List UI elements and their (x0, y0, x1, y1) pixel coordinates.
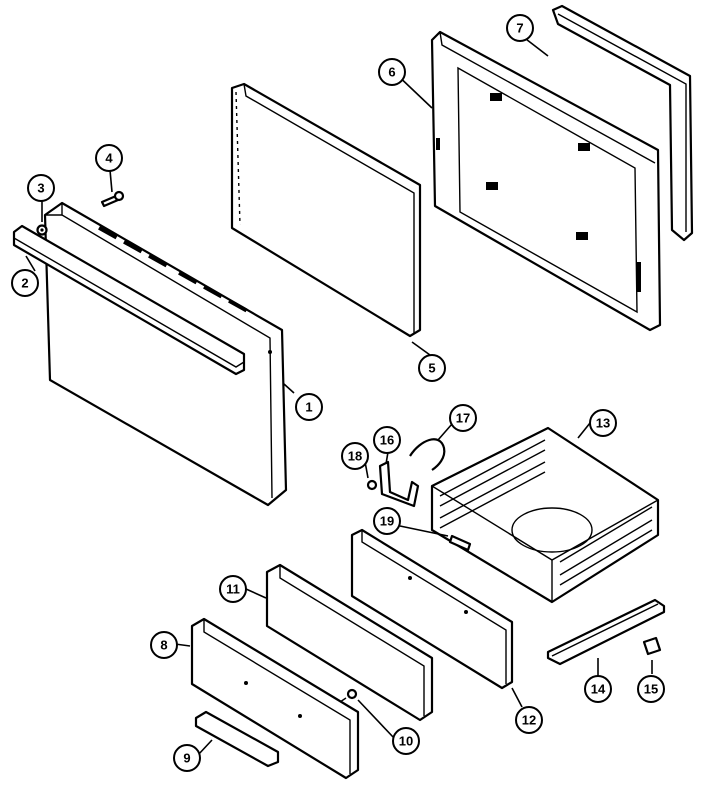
drawer-insulation (265, 563, 434, 722)
callout-9: 9 (173, 744, 201, 772)
rail-clip (642, 636, 662, 656)
drawer-panel (190, 617, 360, 780)
wire-clip (409, 438, 446, 471)
callout-1: 1 (295, 393, 323, 421)
svg-text:3: 3 (37, 181, 44, 196)
svg-text:9: 9 (183, 751, 190, 766)
svg-text:10: 10 (399, 734, 413, 749)
callout-13: 13 (589, 409, 617, 437)
callout-4: 4 (95, 144, 123, 172)
svg-text:6: 6 (388, 65, 395, 80)
svg-text:8: 8 (160, 638, 167, 653)
svg-text:18: 18 (348, 449, 362, 464)
handle-nut (36, 224, 48, 236)
door-gasket (551, 4, 694, 242)
door-insulation (230, 82, 422, 338)
panel-screw (339, 688, 358, 703)
drawer-rail (546, 598, 666, 666)
drawer-bracket (378, 460, 420, 508)
svg-text:1: 1 (305, 400, 312, 415)
callout-6: 6 (378, 58, 406, 86)
drawer-front (350, 528, 514, 690)
drawer-screw (448, 534, 472, 552)
svg-text:5: 5 (428, 361, 435, 376)
callout-15: 15 (637, 675, 665, 703)
callout-17: 17 (449, 404, 477, 432)
svg-text:13: 13 (596, 416, 610, 431)
callout-16: 16 (373, 426, 401, 454)
svg-text:15: 15 (644, 682, 658, 697)
door-handle (12, 224, 246, 376)
callout-14: 14 (584, 675, 612, 703)
svg-text:19: 19 (380, 514, 394, 529)
callout-19: 19 (373, 507, 401, 535)
svg-text:17: 17 (456, 411, 470, 426)
callout-10: 10 (392, 727, 420, 755)
inner-door-frame (430, 30, 662, 332)
drawer-handle (194, 710, 280, 768)
callout-5: 5 (418, 354, 446, 382)
svg-text:16: 16 (380, 433, 394, 448)
svg-text:4: 4 (105, 151, 113, 166)
svg-text:7: 7 (516, 21, 523, 36)
door-screw (100, 190, 125, 208)
callout-12: 12 (515, 706, 543, 734)
callout-7: 7 (506, 14, 534, 42)
small-nut (366, 479, 378, 491)
callout-3: 3 (27, 174, 55, 202)
drawer-body (430, 426, 660, 604)
svg-text:12: 12 (522, 713, 536, 728)
oven-door-panel (43, 201, 288, 507)
callout-11: 11 (219, 575, 247, 603)
callout-2: 2 (11, 269, 39, 297)
svg-text:14: 14 (591, 682, 606, 697)
callout-18: 18 (341, 442, 369, 470)
svg-text:2: 2 (21, 276, 28, 291)
svg-text:11: 11 (226, 582, 240, 597)
callout-8: 8 (150, 631, 178, 659)
